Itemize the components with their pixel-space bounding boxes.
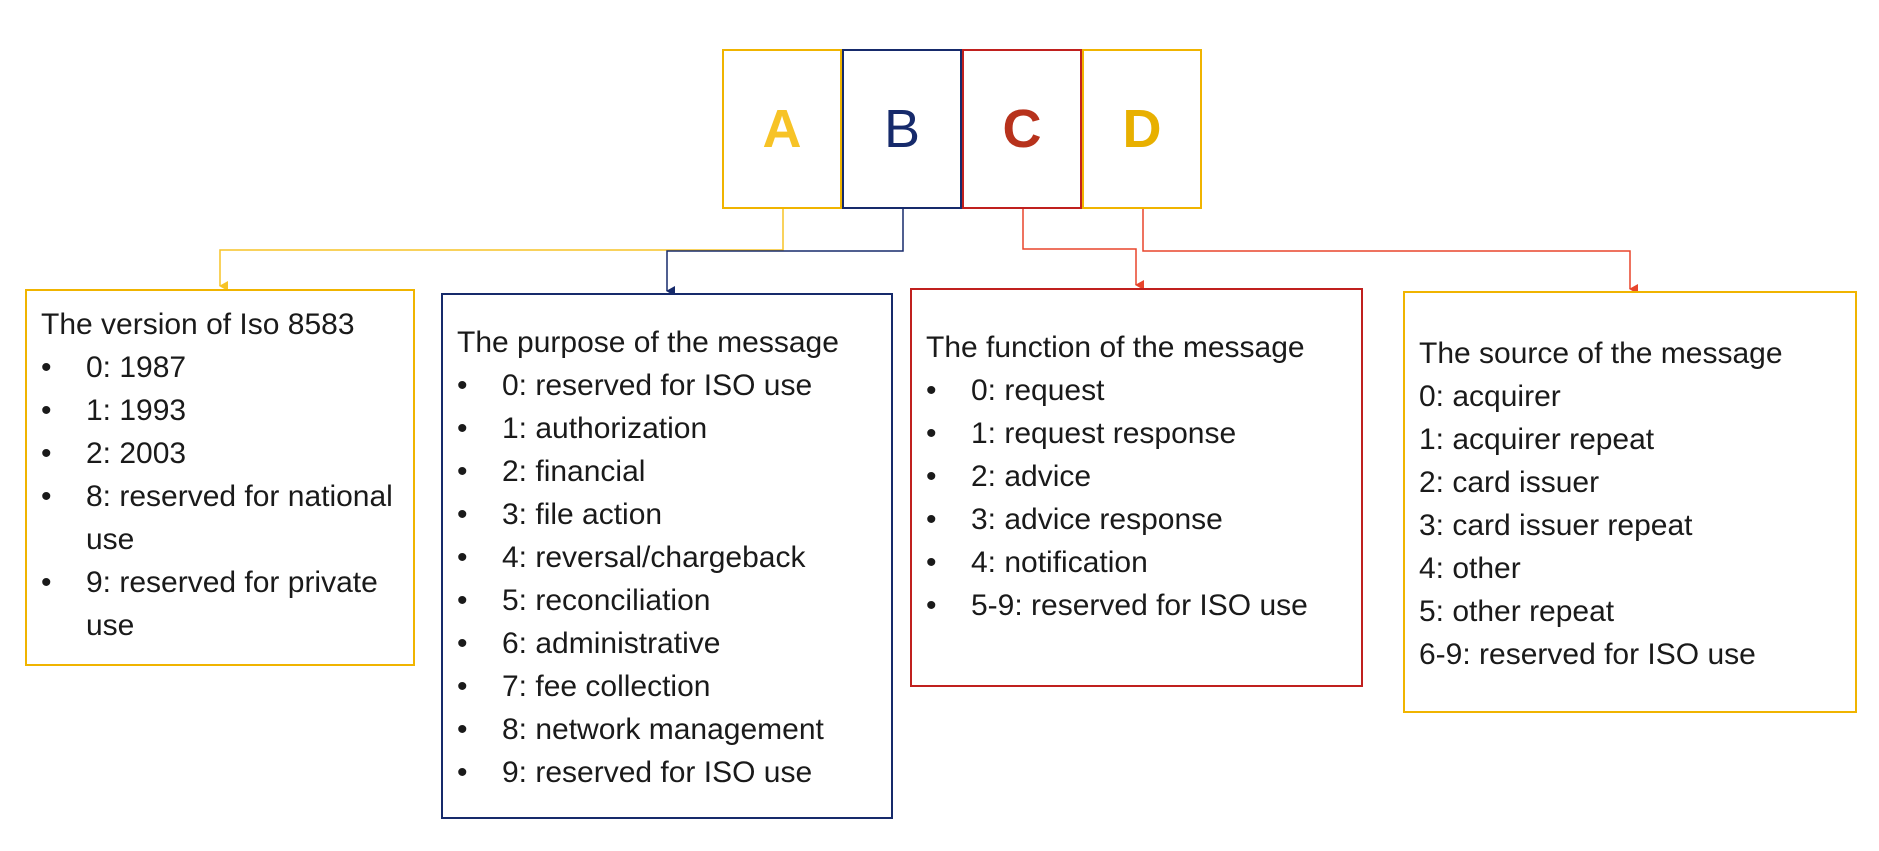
source-box: The source of the message 0: acquirer 1:… bbox=[1403, 291, 1857, 713]
function-item: 2: advice bbox=[926, 455, 1347, 498]
connector-d-to-source bbox=[1142, 209, 1638, 294]
purpose-item: 9: reserved for ISO use bbox=[457, 751, 877, 794]
purpose-item: 7: fee collection bbox=[457, 665, 877, 708]
purpose-title: The purpose of the message bbox=[457, 326, 839, 359]
field-box-c: C bbox=[962, 49, 1082, 209]
source-item: 1: acquirer repeat bbox=[1419, 423, 1655, 456]
source-item: 4: other bbox=[1419, 552, 1521, 585]
purpose-item: 1: authorization bbox=[457, 407, 877, 450]
version-item: 1: 1993 bbox=[41, 389, 399, 432]
function-item: 3: advice response bbox=[926, 498, 1347, 541]
function-item: 4: notification bbox=[926, 541, 1347, 584]
field-letter-a: A bbox=[762, 99, 802, 159]
version-title: The version of Iso 8583 bbox=[41, 308, 355, 341]
purpose-item: 5: reconciliation bbox=[457, 579, 877, 622]
source-item: 5: other repeat bbox=[1419, 595, 1615, 628]
field-letter-c: C bbox=[1002, 99, 1042, 159]
field-letter-b: B bbox=[883, 99, 921, 159]
source-item: 0: acquirer bbox=[1419, 380, 1561, 413]
version-box: The version of Iso 8583 0: 1987 1: 1993 … bbox=[25, 289, 415, 666]
source-item: 6-9: reserved for ISO use bbox=[1419, 638, 1756, 671]
source-item: 3: card issuer repeat bbox=[1419, 509, 1693, 542]
connector-c-to-function bbox=[1022, 209, 1144, 290]
function-item: 1: request response bbox=[926, 412, 1347, 455]
function-item: 5-9: reserved for ISO use bbox=[926, 584, 1347, 627]
connector-b-to-purpose bbox=[666, 209, 904, 296]
purpose-item: 3: file action bbox=[457, 493, 877, 536]
field-box-b: B bbox=[842, 49, 962, 209]
field-box-d: D bbox=[1082, 49, 1202, 209]
function-box: The function of the message 0: request 1… bbox=[910, 288, 1363, 687]
source-item: 2: card issuer bbox=[1419, 466, 1600, 499]
function-title: The function of the message bbox=[926, 331, 1305, 364]
purpose-item: 2: financial bbox=[457, 450, 877, 493]
field-letter-d: D bbox=[1122, 99, 1162, 159]
source-title: The source of the message bbox=[1419, 337, 1783, 370]
purpose-item: 8: network management bbox=[457, 708, 877, 751]
function-item: 0: request bbox=[926, 369, 1347, 412]
purpose-item: 6: administrative bbox=[457, 622, 877, 665]
purpose-item: 4: reversal/chargeback bbox=[457, 536, 877, 579]
field-box-a: A bbox=[722, 49, 842, 209]
connector-a-to-version bbox=[219, 209, 784, 291]
version-item: 8: reserved for national use bbox=[41, 475, 399, 561]
version-item: 2: 2003 bbox=[41, 432, 399, 475]
purpose-item: 0: reserved for ISO use bbox=[457, 364, 877, 407]
version-item: 9: reserved for private use bbox=[41, 561, 399, 647]
version-item: 0: 1987 bbox=[41, 346, 399, 389]
purpose-box: The purpose of the message 0: reserved f… bbox=[441, 293, 893, 819]
